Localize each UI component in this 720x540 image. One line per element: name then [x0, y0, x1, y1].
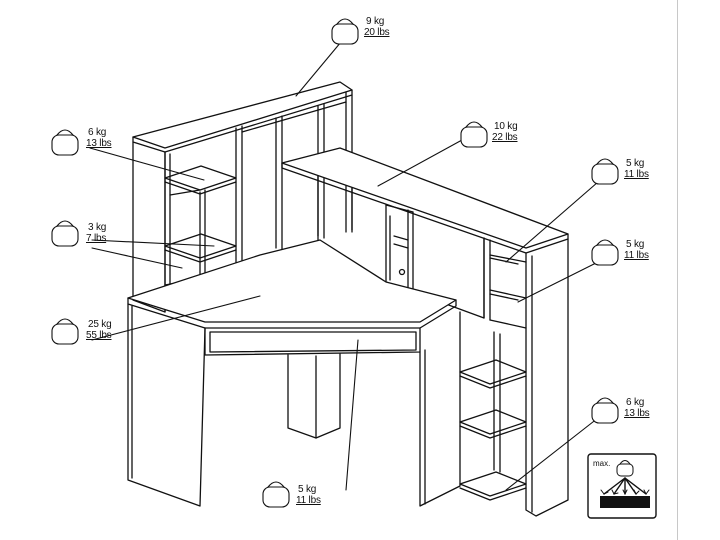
- weight-icon: [591, 239, 619, 266]
- kg-value: 5 kg: [298, 484, 317, 495]
- kg-value: 6 kg: [88, 127, 107, 138]
- weight-icon: [262, 481, 290, 508]
- label-drawer: 5 kg 11 lbs: [296, 484, 321, 506]
- lbs-value: 13 lbs: [86, 138, 112, 149]
- kg-value: 5 kg: [626, 239, 645, 250]
- kg-value: 6 kg: [626, 397, 645, 408]
- desk-body: [127, 239, 461, 507]
- lbs-value: 11 lbs: [296, 495, 321, 506]
- kg-value: 25 kg: [88, 319, 112, 330]
- kg-value: 5 kg: [626, 158, 645, 169]
- max-label: max.: [593, 459, 610, 468]
- weight-icon: [51, 129, 79, 156]
- weight-icon: [591, 397, 619, 424]
- label-desk-surface: 25 kg 55 lbs: [86, 319, 112, 341]
- label-right-lower-shelf: 5 kg 11 lbs: [624, 239, 649, 261]
- weight-icons: [51, 18, 619, 508]
- label-left-lower-shelf: 3 kg 7 lbs: [86, 222, 106, 244]
- label-right-upper-shelf: 5 kg 11 lbs: [624, 158, 649, 180]
- weight-icon: [460, 121, 488, 148]
- label-left-upper-shelf: 6 kg 13 lbs: [86, 127, 112, 149]
- frame-border: [677, 0, 678, 540]
- weight-icon: [591, 158, 619, 185]
- lbs-value: 22 lbs: [492, 132, 518, 143]
- lbs-value: 20 lbs: [364, 27, 390, 38]
- max-load-badge: [587, 453, 657, 519]
- lbs-value: 55 lbs: [86, 330, 112, 341]
- kg-value: 10 kg: [494, 121, 518, 132]
- weight-icon: [331, 18, 359, 45]
- label-side-shelves: 6 kg 13 lbs: [624, 397, 650, 419]
- lbs-value: 13 lbs: [624, 408, 650, 419]
- weight-icon: [51, 220, 79, 247]
- lbs-value: 7 lbs: [86, 233, 107, 244]
- kg-value: 3 kg: [88, 222, 107, 233]
- weight-icon: [51, 318, 79, 345]
- label-hutch-shelf: 10 kg 22 lbs: [492, 121, 518, 143]
- lbs-value: 11 lbs: [624, 250, 649, 261]
- label-top-shelf: 9 kg 20 lbs: [364, 16, 390, 38]
- leader-lines: [89, 35, 599, 491]
- kg-value: 9 kg: [366, 16, 385, 27]
- lbs-value: 11 lbs: [624, 169, 649, 180]
- side-shelves: [459, 331, 527, 501]
